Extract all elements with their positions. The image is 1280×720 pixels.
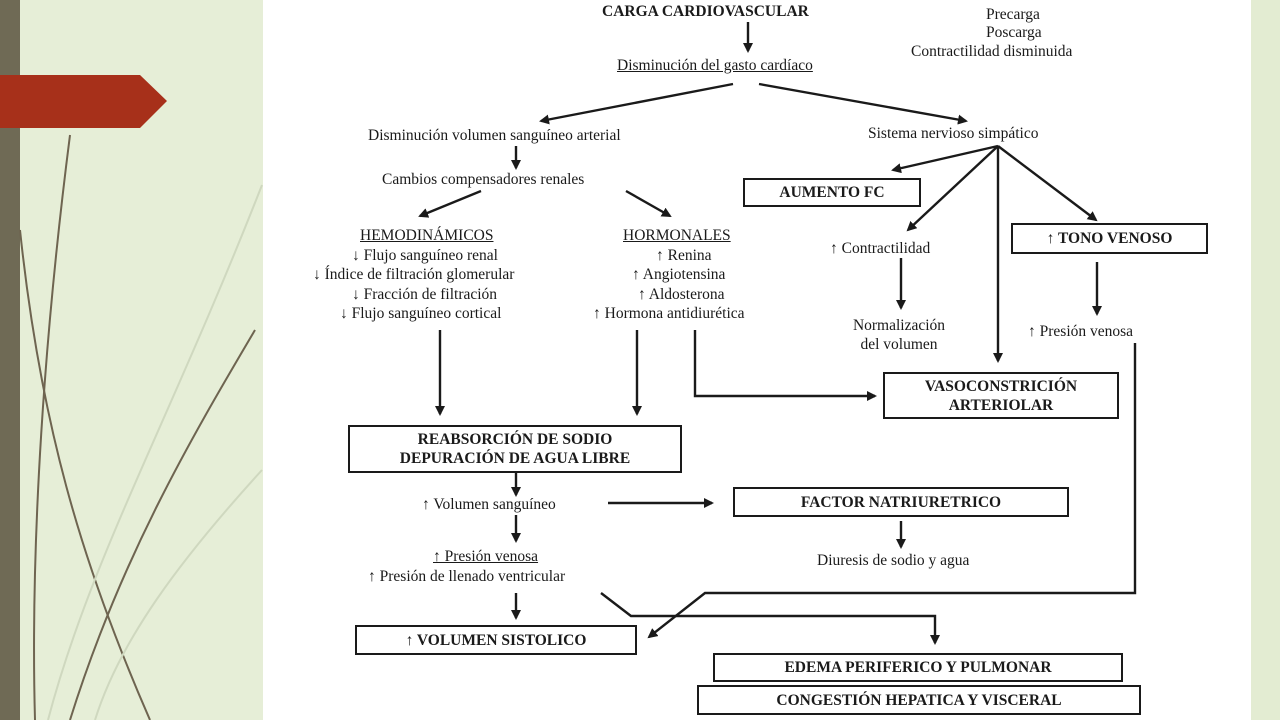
- diagram-panel: [263, 0, 1251, 720]
- right-strip: [1251, 0, 1280, 720]
- arrow-gasto-right: [758, 82, 968, 125]
- arrow-presion-sistolico: [647, 343, 1137, 639]
- reabsorcion-box: REABSORCIÓN DE SODIO DEPURACIÓN DE AGUA …: [348, 425, 682, 473]
- volumen-sanguineo-label: ↑ Volumen sanguíneo: [422, 496, 556, 513]
- hemo-item: ↓ Fracción de filtración: [352, 286, 498, 303]
- diuresis-label: Diuresis de sodio y agua: [817, 552, 970, 569]
- tono-venoso-box: ↑ TONO VENOSO: [1011, 223, 1208, 254]
- congestion-box: CONGESTIÓN HEPATICA Y VISCERAL: [697, 685, 1141, 715]
- contractilidad-label: ↑ Contractilidad: [830, 240, 931, 257]
- hormo-item: ↑ Renina: [656, 247, 712, 264]
- hemo-title: HEMODINÁMICOS: [360, 227, 494, 244]
- vasoconstriccion-box: VASOCONSTRICIÓN ARTERIOLAR: [883, 372, 1119, 419]
- vaso-line: VASOCONSTRICIÓN: [924, 377, 1078, 395]
- vaso-line: ARTERIOLAR: [948, 396, 1054, 414]
- title-carga-cardiovascular: CARGA CARDIOVASCULAR: [602, 3, 809, 20]
- gasto-cardiaco-label: Disminución del gasto cardíaco: [617, 57, 813, 74]
- volumen-sistolico-box: ↑ VOLUMEN SISTOLICO: [355, 625, 637, 655]
- reabs-line: DEPURACIÓN DE AGUA LIBRE: [399, 450, 631, 467]
- aumento-fc-box: AUMENTO FC: [743, 178, 921, 207]
- cause-poscarga: Poscarga: [986, 24, 1042, 41]
- arrow-renal-hormo: [625, 189, 672, 218]
- arrow-renal-hemo: [418, 189, 482, 218]
- hemo-item: ↓ Índice de filtración glomerular: [313, 266, 515, 283]
- left-sidebar: [0, 0, 20, 720]
- arrow-snc-fc: [891, 144, 999, 174]
- normalizacion-line: Normalización: [852, 317, 946, 334]
- arrow-gasto-left: [539, 82, 734, 125]
- cause-precarga: Precarga: [986, 6, 1040, 23]
- diagram-arrows: [418, 22, 1137, 645]
- edema-box: EDEMA PERIFERICO Y PULMONAR: [713, 653, 1123, 682]
- hormo-item: ↑ Aldosterona: [638, 286, 725, 303]
- renal-cambios-label: Cambios compensadores renales: [382, 171, 585, 188]
- hormo-title: HORMONALES: [623, 227, 731, 244]
- hemo-item: ↓ Flujo sanguíneo cortical: [340, 305, 502, 322]
- arrow-hormo-vaso: [693, 330, 877, 401]
- decorative-swirls: [19, 134, 263, 720]
- normalizacion-label: Normalización del volumen: [826, 316, 972, 354]
- presion-venosa-right-label: ↑ Presión venosa: [1028, 323, 1134, 340]
- hemo-item: ↓ Flujo sanguíneo renal: [352, 247, 498, 264]
- volumen-arterial-label: Disminución volumen sanguíneo arterial: [368, 127, 621, 144]
- presion-venosa-label: ↑ Presión venosa: [433, 548, 539, 565]
- arrow-snc-contractilidad: [906, 145, 999, 232]
- reabs-line: REABSORCIÓN DE SODIO: [417, 431, 613, 448]
- normalizacion-line: del volumen: [860, 336, 938, 353]
- arrow-snc-tono: [997, 145, 1098, 222]
- cause-contractilidad: Contractilidad disminuida: [911, 43, 1073, 60]
- factor-natriuretrico-box: FACTOR NATRIURETRICO: [733, 487, 1069, 517]
- title-ribbon: [0, 75, 167, 128]
- hormo-item: ↑ Hormona antidiurética: [593, 305, 745, 322]
- arrow-llenado-edema: [600, 592, 940, 645]
- sistema-simpatico-label: Sistema nervioso simpático: [868, 125, 1039, 142]
- llenado-ventricular-label: ↑ Presión de llenado ventricular: [368, 568, 566, 585]
- hormo-item: ↑ Angiotensina: [632, 266, 726, 283]
